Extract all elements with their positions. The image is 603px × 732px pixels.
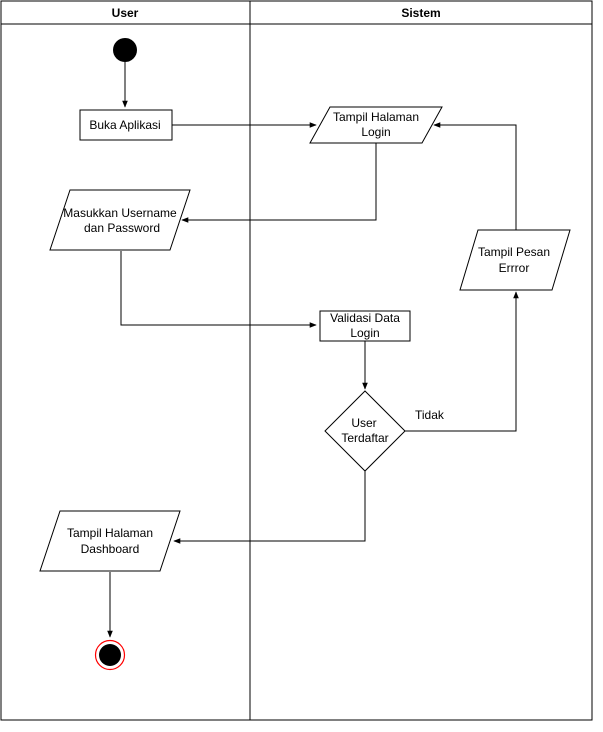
node-masukkan-line2: dan Password <box>84 221 160 235</box>
node-tampil-login-line2: Login <box>361 125 390 139</box>
node-buka-aplikasi-text: Buka Aplikasi <box>89 118 160 132</box>
node-decision-line1: User <box>351 416 376 430</box>
node-tampil-pesan-error: Tampil Pesan Errror <box>459 229 571 291</box>
node-decision-user-terdaftar: User Terdaftar <box>324 390 406 472</box>
edge-decision-to-error <box>405 291 519 432</box>
node-tampil-login-line1: Tampil Halaman <box>333 110 419 124</box>
edge-decision-to-dashboard <box>173 471 366 544</box>
node-error-line2: Errror <box>499 261 530 275</box>
lane-header-user: User <box>112 6 139 20</box>
connectors <box>107 62 519 638</box>
node-decision-line2: Terdaftar <box>341 431 388 445</box>
start-node <box>113 38 137 62</box>
node-dashboard-line2: Dashboard <box>81 542 140 556</box>
lane-header-system: Sistem <box>401 6 440 20</box>
edge-masukkan-to-validasi <box>120 251 317 328</box>
node-tampil-halaman-login: Tampil Halaman Login <box>309 106 443 144</box>
node-tampil-halaman-dashboard: Tampil Halaman Dashboard <box>39 510 181 572</box>
swimlane-frame <box>0 0 593 721</box>
node-masukkan-username: Masukkan Username dan Password <box>49 189 191 251</box>
node-buka-aplikasi: Buka Aplikasi <box>79 109 173 141</box>
node-error-line1: Tampil Pesan <box>478 245 550 259</box>
edge-error-to-tampil-login <box>433 122 517 230</box>
node-validasi-line1: Validasi Data <box>330 311 400 325</box>
node-masukkan-line1: Masukkan Username <box>63 206 177 220</box>
end-node <box>94 639 126 671</box>
node-dashboard-line1: Tampil Halaman <box>67 526 153 540</box>
node-validasi-data-login: Validasi Data Login <box>319 310 411 342</box>
node-validasi-line2: Login <box>350 326 379 340</box>
edge-tampil-login-to-masukkan <box>181 143 377 223</box>
edge-label-tidak: Tidak <box>415 408 445 422</box>
